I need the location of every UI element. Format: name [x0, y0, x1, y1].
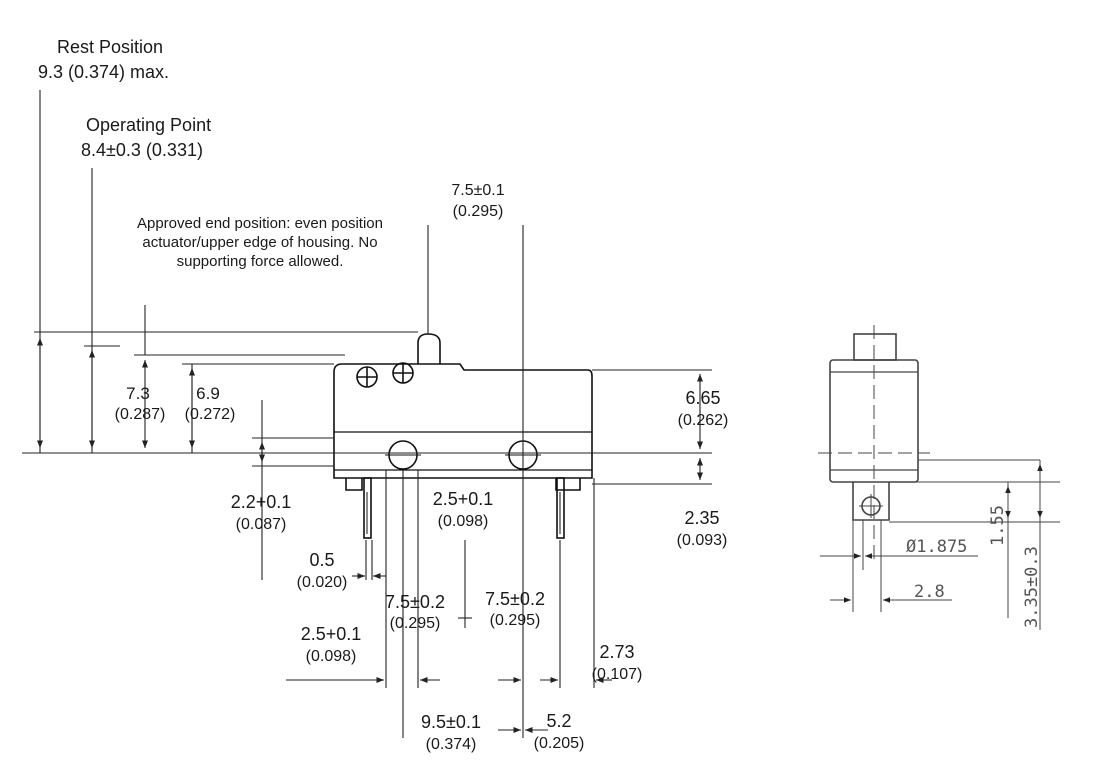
dim-0-5-in: (0.020) [296, 574, 348, 591]
dim-2-5-left-in: (0.098) [305, 648, 357, 665]
dim-7-5-right-in: (0.295) [489, 612, 541, 629]
front-view [333, 333, 593, 539]
dimension-arrows [36, 338, 704, 734]
side-hole-diameter: Ø1.875 [906, 537, 968, 557]
dim-2-2-mm: 2.2+0.1 [230, 492, 292, 512]
operating-point-label: Operating Point [86, 115, 212, 135]
dim-2-2-in: (0.087) [235, 516, 287, 533]
rivet-left [356, 366, 378, 388]
dim-7-3-mm: 7.3 [126, 384, 150, 403]
side-height-1: 1.55 [988, 505, 1008, 546]
approved-end-note: Approved end position: even position act… [136, 215, 383, 271]
dim-2-73-mm: 2.73 [599, 642, 635, 662]
dim-9-5-mm: 9.5±0.1 [421, 712, 481, 732]
dim-5-2-in: (0.205) [533, 735, 585, 752]
dim-2-35-mm: 2.35 [684, 508, 720, 528]
actuator-plunger [417, 333, 441, 364]
dim-9-5-in: (0.374) [425, 736, 477, 753]
rivet-right [392, 362, 414, 384]
terminal-left [363, 477, 372, 539]
side-actuator [853, 333, 897, 361]
dim-2-5-left-mm: 2.5+0.1 [300, 624, 362, 644]
rest-position-label: Rest Position [57, 37, 164, 57]
dim-0-5-mm: 0.5 [309, 550, 335, 570]
dim-2-35-in: (0.093) [676, 532, 728, 549]
terminal-right [556, 477, 565, 539]
dim-7-5-left-in: (0.295) [389, 615, 441, 632]
side-view [818, 325, 1060, 630]
side-dimension-arrows [820, 464, 1043, 603]
reference-lines [22, 90, 712, 738]
dim-5-2-mm: 5.2 [546, 711, 572, 731]
dim-2-5-center-in: (0.098) [437, 513, 489, 530]
dim-7-5-right-mm: 7.5±0.2 [485, 589, 545, 609]
dim-actuator-offset-in: (0.295) [452, 203, 504, 220]
dim-2-73-in: (0.107) [591, 666, 643, 683]
dim-actuator-offset-mm: 7.5±0.1 [451, 182, 505, 199]
dim-6-65-in: (0.262) [677, 412, 729, 429]
dim-6-9-mm: 6.9 [196, 384, 220, 403]
operating-point-value: 8.4±0.3 (0.331) [81, 140, 203, 160]
dim-6-9-in: (0.272) [184, 406, 236, 423]
dim-7-3-in: (0.287) [114, 406, 166, 423]
rest-position-value: 9.3 (0.374) max. [38, 62, 170, 82]
switch-housing [333, 363, 593, 479]
side-terminal [852, 482, 890, 521]
dim-6-65-mm: 6.65 [685, 388, 721, 408]
side-width: 2.8 [914, 582, 945, 602]
dim-7-5-left-mm: 7.5±0.2 [385, 592, 445, 612]
dim-2-5-center-mm: 2.5+0.1 [432, 489, 494, 509]
side-height-2: 3.35±0.3 [1022, 546, 1042, 628]
